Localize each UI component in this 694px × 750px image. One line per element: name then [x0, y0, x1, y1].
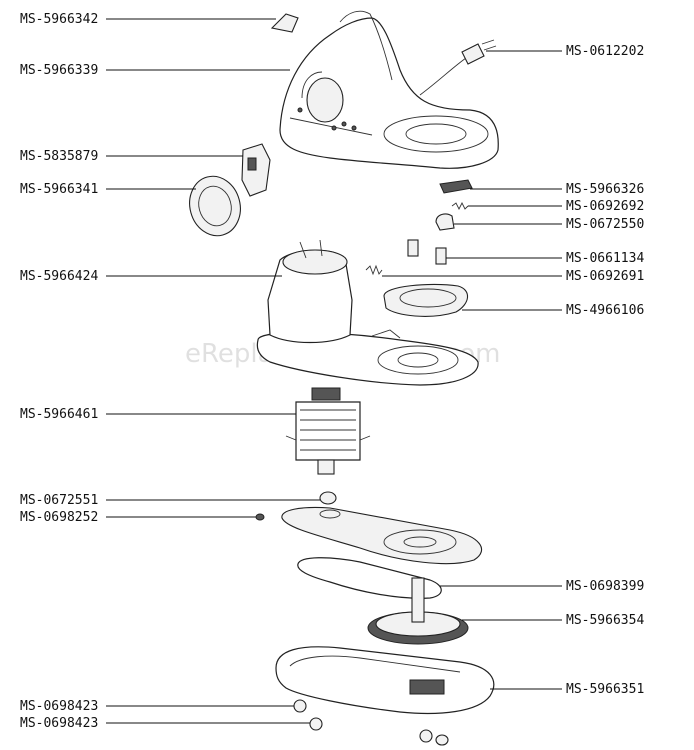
label-ms-5966424: MS-5966424	[20, 269, 98, 284]
part-base-plate	[281, 506, 483, 565]
part-gasket	[297, 557, 442, 599]
part-gear-plate	[383, 283, 469, 317]
part-feet	[293, 699, 449, 746]
part-top-housing	[279, 10, 499, 169]
part-brushes-0661134	[407, 239, 447, 265]
part-power-cord	[419, 39, 497, 96]
part-cover-disc	[189, 175, 241, 237]
part-small-gear	[319, 491, 337, 505]
label-ms-5966461: MS-5966461	[20, 407, 98, 422]
label-ms-5966326: MS-5966326	[566, 182, 644, 197]
part-bottom-base	[275, 646, 495, 715]
label-ms-0672550: MS-0672550	[566, 217, 644, 232]
label-ms-0698252: MS-0698252	[20, 510, 98, 525]
label-ms-0661134: MS-0661134	[566, 251, 644, 266]
part-drive-gear	[367, 577, 469, 645]
part-cap	[270, 13, 299, 33]
label-ms-0612202: MS-0612202	[566, 44, 644, 59]
label-ms-4966106: MS-4966106	[566, 303, 644, 318]
label-ms-0692692: MS-0692692	[566, 199, 644, 214]
part-nut	[255, 513, 265, 521]
leader-lines	[106, 18, 562, 724]
label-ms-0698399: MS-0698399	[566, 579, 644, 594]
label-ms-5966354: MS-5966354	[566, 613, 644, 628]
label-ms-5966341: MS-5966341	[20, 182, 98, 197]
label-ms-0698423-a: MS-0698423	[20, 699, 98, 714]
part-clip-0672550	[435, 213, 455, 231]
part-motor-housing	[256, 239, 479, 386]
label-ms-0692691: MS-0692691	[566, 269, 644, 284]
part-spring-0692692	[451, 201, 469, 211]
part-clip-5966326	[439, 179, 473, 194]
label-ms-0698423-b: MS-0698423	[20, 716, 98, 731]
label-ms-5966351: MS-5966351	[566, 682, 644, 697]
part-spring-0692691	[365, 264, 383, 276]
label-ms-5835879: MS-5835879	[20, 149, 98, 164]
label-ms-5966342: MS-5966342	[20, 12, 98, 27]
label-ms-5966339: MS-5966339	[20, 63, 98, 78]
part-switch	[241, 143, 271, 197]
label-ms-0672551: MS-0672551	[20, 493, 98, 508]
part-motor-rotor	[285, 387, 371, 475]
